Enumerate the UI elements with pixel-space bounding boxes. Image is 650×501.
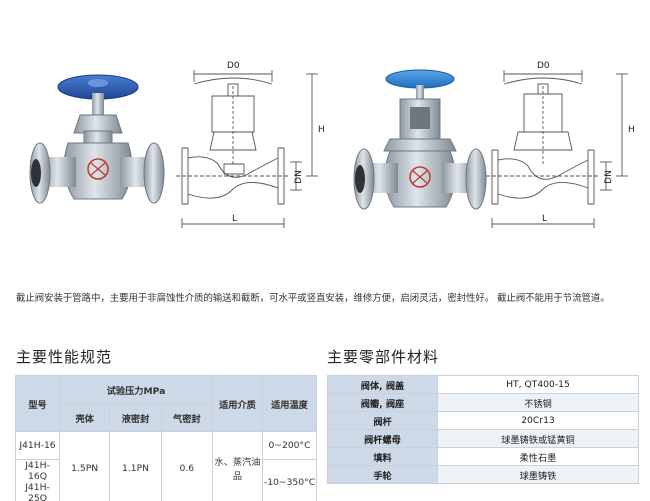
value-gas: 0.6 xyxy=(160,431,214,501)
model-j41h-25q: J41H-25Q xyxy=(25,482,50,501)
model-j41h-16: J41H-16 xyxy=(15,431,60,460)
value-medium: 水、蒸汽油品 xyxy=(212,431,263,501)
valve-drawing-left xyxy=(176,70,318,228)
dim-l-left: L xyxy=(232,214,238,224)
part-name: 阀瓣, 阀座 xyxy=(327,393,438,412)
header-pressure: 试验压力MPa xyxy=(59,375,213,404)
part-material: 柔性石墨 xyxy=(437,447,639,466)
dim-l-right: L xyxy=(542,214,548,224)
header-shell: 壳体 xyxy=(58,403,111,432)
spec-section-title: 主要性能规范 xyxy=(16,348,113,366)
dim-d0-left: D0 xyxy=(227,61,240,71)
part-name: 阀体, 阀盖 xyxy=(327,375,438,394)
valve-photo-right xyxy=(353,69,487,210)
value-temp-1: 0~200°C xyxy=(262,431,317,460)
dim-dn-left: DN xyxy=(293,170,304,184)
part-name: 手轮 xyxy=(327,465,438,484)
part-name: 填料 xyxy=(327,447,438,466)
product-description: 截止阀安装于管路中，主要用于非腐蚀性介质的输送和截断，可水平或竖直安装，维修方便… xyxy=(16,293,610,304)
header-medium: 适用介质 xyxy=(212,375,263,432)
dim-d0-right: D0 xyxy=(537,61,550,71)
part-material: 不锈钢 xyxy=(437,393,639,412)
part-material: 球墨铸铁或锰黄铜 xyxy=(437,429,639,448)
part-name: 阀杆螺母 xyxy=(327,429,438,448)
header-temp: 适用温度 xyxy=(262,375,317,432)
product-figures: D0 H DN L xyxy=(29,61,635,228)
value-shell: 1.5PN xyxy=(58,431,111,501)
part-material: HT, QT400-15 xyxy=(437,375,639,394)
value-seal: 1.1PN xyxy=(109,431,162,501)
dim-dn-right: DN xyxy=(603,170,614,184)
valve-drawing-right xyxy=(486,70,628,228)
dim-h-right: H xyxy=(628,125,635,135)
model-j41h-16q-25q: J41H-16Q J41H-25Q xyxy=(15,459,60,501)
valve-photo-left xyxy=(29,74,165,204)
part-material: 20Cr13 xyxy=(437,411,639,430)
header-seal: 液密封 xyxy=(109,403,162,432)
dim-h-left: H xyxy=(318,125,325,135)
part-name: 阀杆 xyxy=(327,411,438,430)
header-gas: 气密封 xyxy=(160,403,214,432)
value-temp-2: -10~350°C xyxy=(262,459,317,501)
performance-spec-table: 型号 试验压力MPa 适用介质 适用温度 壳体 液密封 气密封 J41H-16 … xyxy=(15,375,317,501)
model-j41h-16q: J41H-16Q xyxy=(25,460,50,482)
part-material: 球墨铸铁 xyxy=(437,465,639,484)
header-model: 型号 xyxy=(15,375,60,432)
parts-section-title: 主要零部件材料 xyxy=(327,348,440,366)
